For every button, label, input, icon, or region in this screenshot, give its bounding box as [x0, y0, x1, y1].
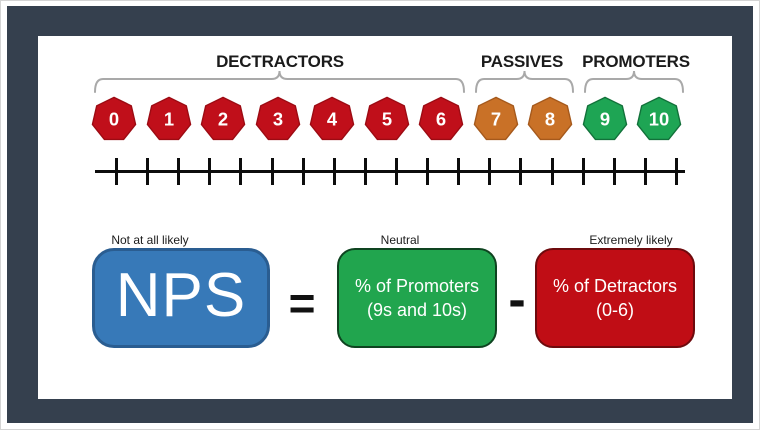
detractors-box-line1: % of Detractors — [552, 276, 678, 296]
svg-text:5: 5 — [381, 108, 391, 129]
score-row: 0 1 2 3 4 5 6 7 8 9 10 — [91, 96, 682, 142]
svg-text:3: 3 — [272, 108, 282, 129]
nps-label: NPS — [115, 261, 247, 330]
scale-tick — [519, 158, 523, 185]
scale-tick — [208, 158, 212, 185]
minus-sign: - — [508, 271, 526, 329]
scale-tick — [239, 158, 243, 185]
score-heptagon-2: 2 — [200, 96, 246, 142]
score-heptagon-1: 1 — [146, 96, 192, 142]
score-heptagon-0: 0 — [91, 96, 137, 142]
score-heptagon-3: 3 — [255, 96, 301, 142]
scale-tick — [674, 158, 678, 185]
svg-text:0: 0 — [109, 108, 119, 129]
detractors-group-label: DECTRACTORS — [216, 52, 344, 71]
scale-tick — [332, 158, 336, 185]
scale-tick — [301, 158, 305, 185]
promoters-group-label: PROMOTERS — [582, 52, 690, 71]
scale-label-min: Not at all likely — [111, 233, 189, 247]
detractors-box: % of Detractors (0-6) — [535, 248, 695, 348]
scale-ticks — [115, 158, 678, 185]
scale-tick — [270, 158, 274, 185]
promoters-box-line2: (9s and 10s) — [366, 300, 468, 320]
scale-tick — [488, 158, 492, 185]
score-heptagon-9: 9 — [582, 96, 628, 142]
promoters-brace — [584, 69, 684, 93]
svg-text:2: 2 — [218, 108, 228, 129]
svg-text:10: 10 — [649, 108, 669, 129]
scale-tick — [550, 158, 554, 185]
equals-sign: = — [288, 277, 316, 329]
detractors-box-line2: (0-6) — [595, 300, 634, 320]
svg-text:9: 9 — [599, 108, 609, 129]
scale-line — [95, 170, 685, 173]
scale-tick — [581, 158, 585, 185]
scale-label-mid: Neutral — [380, 233, 420, 247]
scale-tick — [363, 158, 367, 185]
nps-box: NPS — [92, 248, 270, 348]
score-heptagon-6: 6 — [418, 96, 464, 142]
scale-tick — [643, 158, 647, 185]
svg-text:7: 7 — [490, 108, 500, 129]
passives-group-label: PASSIVES — [480, 52, 564, 71]
svg-text:6: 6 — [436, 108, 446, 129]
promoters-box-line1: % of Promoters — [354, 276, 480, 296]
promoters-box: % of Promoters (9s and 10s) — [337, 248, 497, 348]
scale-tick — [146, 158, 150, 185]
score-heptagon-4: 4 — [309, 96, 355, 142]
score-heptagon-5: 5 — [364, 96, 410, 142]
svg-text:4: 4 — [327, 108, 338, 129]
svg-text:1: 1 — [163, 108, 173, 129]
slide-frame: DECTRACTORS PASSIVES PROMOTERS 0 1 2 3 4 5 6 7 8… — [7, 6, 753, 423]
scale-tick — [115, 158, 118, 185]
score-heptagon-8: 8 — [527, 96, 573, 142]
scale-tick — [177, 158, 181, 185]
svg-text:8: 8 — [545, 108, 555, 129]
detractors-brace — [94, 69, 465, 93]
scale-tick — [426, 158, 430, 185]
scale-tick — [394, 158, 398, 185]
score-heptagon-7: 7 — [473, 96, 519, 142]
scale-tick — [612, 158, 616, 185]
score-heptagon-10: 10 — [636, 96, 682, 142]
slide-canvas: DECTRACTORS PASSIVES PROMOTERS 0 1 2 3 4 5 6 7 8… — [38, 36, 732, 399]
scale-tick — [457, 158, 461, 185]
passives-brace — [475, 69, 574, 93]
scale-label-max: Extremely likely — [589, 233, 673, 247]
